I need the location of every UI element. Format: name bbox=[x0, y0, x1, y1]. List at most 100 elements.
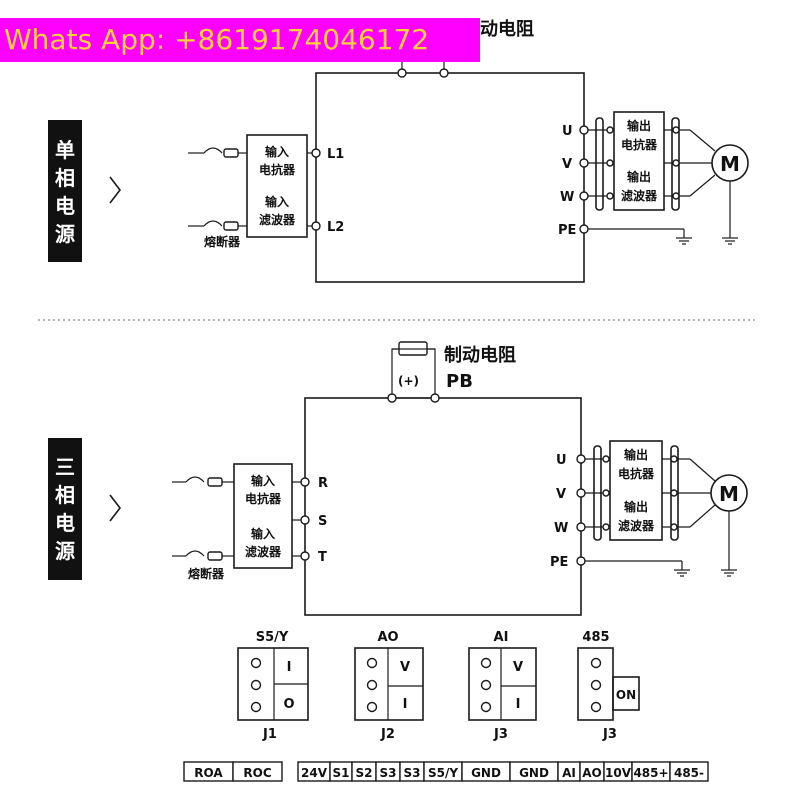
terminal-label: V bbox=[556, 487, 566, 502]
terminal-cell-label: AI bbox=[562, 766, 576, 780]
fuse-icon bbox=[207, 551, 223, 561]
terminal-label: PE bbox=[550, 555, 568, 570]
output-reactor-label: 电抗器 bbox=[618, 466, 655, 481]
input-filter-label: 输入 bbox=[251, 526, 275, 541]
three-phase-input-box bbox=[233, 463, 293, 569]
terminal-cell-label: S5/Y bbox=[428, 766, 458, 780]
terminal-cell-label: AO bbox=[582, 766, 602, 780]
terminal-cell-label: 24V bbox=[301, 766, 328, 780]
terminal-w bbox=[579, 191, 589, 201]
input-filter-label: 滤波器 bbox=[259, 212, 296, 227]
three-phase-chevron-icon bbox=[109, 494, 122, 522]
single-phase-sidebar bbox=[48, 120, 82, 262]
terminal-r bbox=[300, 477, 310, 487]
terminal-cell-label: S2 bbox=[356, 766, 373, 780]
fuse-icon bbox=[223, 221, 239, 231]
input-reactor-label: 输入 bbox=[251, 473, 275, 488]
jumper-right-label: I bbox=[403, 697, 408, 712]
jumper-j2: AO V I J2 bbox=[354, 630, 424, 742]
jumper-485: 485 ON J3 bbox=[577, 630, 640, 742]
jumper-bottom-label: J2 bbox=[380, 727, 395, 742]
single-phase-sidebar-char: 单 bbox=[55, 138, 75, 162]
jumper-right-label: ON bbox=[616, 688, 636, 702]
terminal-cell-label: S3 bbox=[404, 766, 421, 780]
ground-icon bbox=[722, 237, 738, 245]
jumper-bottom-label: J3 bbox=[602, 727, 617, 742]
three-phase-output-box bbox=[609, 440, 663, 541]
jumper-top-label: S5/Y bbox=[256, 630, 289, 645]
fuse-label: 熔断器 bbox=[204, 234, 241, 249]
jumper-top-label: AO bbox=[377, 630, 398, 645]
terminal-label: L1 bbox=[327, 147, 344, 162]
terminal-cell-label: S3 bbox=[380, 766, 397, 780]
terminal-cell-label: 485- bbox=[674, 766, 704, 780]
single-phase-output-box bbox=[613, 111, 665, 211]
jumper-j3: AI V I J3 bbox=[468, 630, 537, 742]
brake-resistor-label: 制动电阻 bbox=[444, 344, 516, 366]
single-phase-sidebar-char: 相 bbox=[55, 166, 75, 190]
terminal-cell-label: GND bbox=[471, 766, 501, 780]
jumper-j1: S5/Y I O J1 bbox=[237, 630, 309, 742]
three-phase-sidebar-char: 电 bbox=[55, 511, 75, 535]
fuse-label: 熔断器 bbox=[188, 566, 225, 581]
terminal-cell bbox=[669, 761, 709, 782]
three-phase-section: 三 相 电 源 制动电阻 (+) PB 熔断器 输入 电抗器 输入 滤波器 bbox=[48, 341, 748, 616]
terminal-label: S bbox=[318, 514, 327, 529]
terminal-pe bbox=[579, 224, 589, 234]
pb-label: PB bbox=[446, 371, 473, 392]
three-phase-sidebar-char: 三 bbox=[55, 455, 75, 479]
fuse-icon bbox=[207, 477, 223, 487]
brake-terminal-pb bbox=[430, 393, 440, 403]
ground-icon bbox=[721, 569, 737, 577]
terminal-cell-label: 485+ bbox=[633, 766, 668, 780]
terminal-label: V bbox=[562, 157, 572, 172]
terminal-l1 bbox=[311, 148, 321, 158]
output-filter-label: 滤波器 bbox=[618, 518, 655, 533]
jumper-right-label: V bbox=[513, 660, 523, 675]
terminal-s bbox=[300, 515, 310, 525]
input-filter-label: 输入 bbox=[265, 194, 289, 209]
jumper-right-label: O bbox=[283, 697, 294, 712]
three-phase-sidebar-char: 相 bbox=[55, 483, 75, 507]
input-reactor-label: 输入 bbox=[265, 144, 289, 159]
output-filter-label: 输出 bbox=[624, 499, 648, 514]
terminal-cell-label: ROA bbox=[194, 766, 223, 780]
fuse-icon bbox=[223, 148, 239, 158]
terminal-v bbox=[579, 158, 589, 168]
single-phase-chevron-icon bbox=[109, 176, 122, 204]
watermark-banner: Whats App: +8619174046172 bbox=[0, 18, 480, 62]
output-filter-label: 输出 bbox=[627, 169, 651, 184]
jumper-bottom-label: J3 bbox=[493, 727, 508, 742]
output-bus-bar bbox=[595, 117, 604, 211]
motor-label: M bbox=[719, 482, 739, 506]
jumper-right-label: I bbox=[516, 697, 521, 712]
three-phase-drive-box bbox=[304, 397, 582, 616]
output-reactor-label: 电抗器 bbox=[621, 137, 658, 152]
terminal-label: T bbox=[318, 550, 327, 565]
terminal-label: U bbox=[562, 124, 573, 139]
jumper-right-label: I bbox=[287, 660, 292, 675]
terminal-label: L2 bbox=[327, 220, 344, 235]
top-title-fragment: 动电阻 bbox=[480, 19, 534, 40]
terminal-label: R bbox=[318, 476, 328, 491]
jumper-right-label: V bbox=[400, 660, 410, 675]
motor-label: M bbox=[720, 152, 740, 176]
terminal-v bbox=[576, 488, 586, 498]
brake-terminal-plus bbox=[387, 393, 397, 403]
jumper-bottom-label: J1 bbox=[262, 727, 277, 742]
single-phase-section: 单 相 电 源 熔断器 输入 电抗器 输入 滤波器 L1 L2 bbox=[48, 62, 749, 283]
three-phase-sidebar-char: 源 bbox=[55, 539, 75, 563]
single-phase-brake-terminal bbox=[397, 68, 407, 78]
output-filter-label: 滤波器 bbox=[621, 188, 658, 203]
single-phase-input-box bbox=[246, 134, 308, 238]
output-reactor-label: 输出 bbox=[624, 447, 648, 462]
terminal-label: W bbox=[554, 521, 568, 536]
terminal-cell-label: GND bbox=[519, 766, 549, 780]
jumper-top-label: AI bbox=[494, 630, 509, 645]
terminal-l2 bbox=[311, 221, 321, 231]
single-phase-sidebar-char: 电 bbox=[55, 194, 75, 218]
input-reactor-label: 电抗器 bbox=[259, 162, 296, 177]
